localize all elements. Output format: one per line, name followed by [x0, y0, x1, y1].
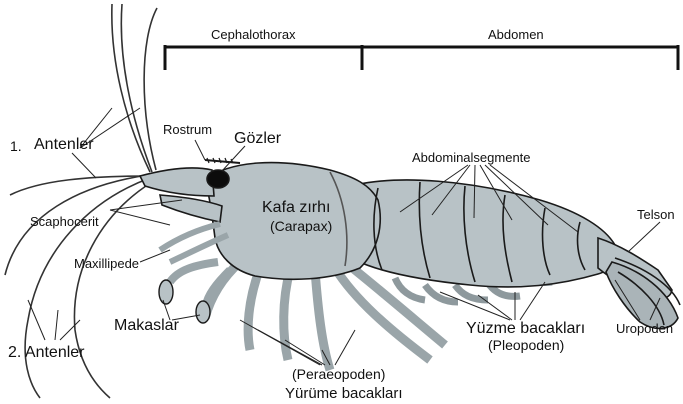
eyes-label: Gözler — [234, 131, 281, 147]
cephalothorax-label: Cephalothorax — [211, 28, 296, 41]
antenna2-label: 2. Antenler — [8, 345, 85, 361]
antenna1-number-label: 1. — [10, 139, 22, 153]
abdominal-segments-label: Abdominalsegmente — [412, 151, 531, 164]
antennae — [5, 4, 157, 398]
walking-legs-label: Yürüme bacakları — [285, 386, 403, 401]
carapace-latin-label: (Carapax) — [270, 219, 332, 233]
rostrum-label: Rostrum — [163, 123, 212, 136]
uropods-label: Uropoden — [616, 322, 673, 335]
antenna1-label: Antenler — [34, 137, 94, 153]
telson-label: Telson — [637, 208, 675, 221]
cephalothorax-bracket — [164, 45, 362, 70]
claws-label: Makaslar — [114, 318, 179, 334]
abdomen-bracket — [362, 45, 679, 70]
pleopods-label: (Pleopoden) — [488, 338, 564, 352]
maxillipede-label: Maxillipede — [74, 257, 139, 270]
scaphocerite-label: Scaphocerit — [30, 215, 99, 228]
pereopods — [205, 262, 445, 370]
carapace-label: Kafa zırhı — [262, 200, 330, 216]
abdomen-label: Abdomen — [488, 28, 544, 41]
shrimp-body — [140, 158, 680, 328]
pereopods-label: (Peraeopoden) — [292, 367, 385, 381]
swimming-legs-label: Yüzme bacakları — [466, 321, 585, 337]
